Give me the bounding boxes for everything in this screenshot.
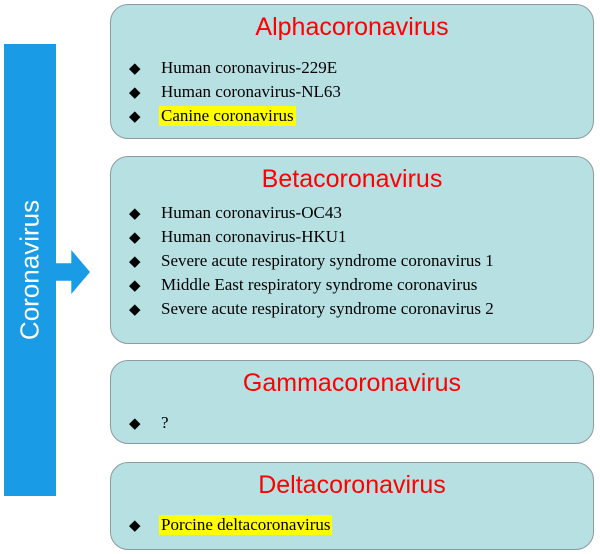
coronavirus-root-bar	[4, 44, 56, 496]
genus-title: Alphacoronavirus	[255, 13, 449, 41]
species-list: ◆ Porcine deltacoronavirus	[111, 513, 593, 537]
genus-box-deltacoronavirus: Deltacoronavirus ◆ Porcine deltacoronavi…	[110, 462, 594, 550]
species-label: Severe acute respiratory syndrome corona…	[161, 251, 494, 270]
species-list: ◆ ?	[111, 411, 593, 435]
species-item: ◆ Severe acute respiratory syndrome coro…	[129, 249, 593, 273]
diamond-bullet-icon: ◆	[129, 229, 141, 246]
species-label: ?	[161, 413, 169, 432]
species-label-highlighted: Canine coronavirus	[159, 106, 296, 126]
diamond-bullet-icon: ◆	[129, 108, 141, 125]
right-arrow-icon	[56, 250, 90, 294]
species-label-highlighted: Porcine deltacoronavirus	[159, 515, 333, 535]
species-list: ◆ Human coronavirus-OC43 ◆ Human coronav…	[111, 201, 593, 321]
diamond-bullet-icon: ◆	[129, 517, 141, 534]
genus-title: Gammacoronavirus	[242, 369, 462, 397]
species-label: Severe acute respiratory syndrome corona…	[161, 299, 494, 318]
species-label: Human coronavirus-HKU1	[161, 227, 347, 246]
genus-title: Betacoronavirus	[261, 165, 443, 193]
species-label: Human coronavirus-OC43	[161, 203, 342, 222]
species-item: ◆ ?	[129, 411, 593, 435]
diamond-bullet-icon: ◆	[129, 253, 141, 270]
species-item: ◆ Human coronavirus-HKU1	[129, 225, 593, 249]
species-label: Middle East respiratory syndrome coronav…	[161, 275, 478, 294]
diamond-bullet-icon: ◆	[129, 277, 141, 294]
species-item: ◆ Human coronavirus-OC43	[129, 201, 593, 225]
genus-box-betacoronavirus: Betacoronavirus ◆ Human coronavirus-OC43…	[110, 156, 594, 344]
species-item: ◆ Human coronavirus-NL63	[129, 80, 593, 104]
species-item: ◆ Severe acute respiratory syndrome coro…	[129, 297, 593, 321]
genus-box-alphacoronavirus: Alphacoronavirus ◆ Human coronavirus-229…	[110, 4, 594, 139]
diamond-bullet-icon: ◆	[129, 301, 141, 318]
coronavirus-root-label: Coronavirus	[14, 199, 45, 341]
diamond-bullet-icon: ◆	[129, 84, 141, 101]
diamond-bullet-icon: ◆	[129, 415, 141, 432]
species-list: ◆ Human coronavirus-229E ◆ Human coronav…	[111, 56, 593, 128]
diamond-bullet-icon: ◆	[129, 60, 141, 77]
species-item: ◆ Human coronavirus-229E	[129, 56, 593, 80]
genus-title: Deltacoronavirus	[258, 471, 446, 499]
genus-box-gammacoronavirus: Gammacoronavirus ◆ ?	[110, 360, 594, 444]
species-item: ◆ Canine coronavirus	[129, 104, 593, 128]
species-item: ◆ Middle East respiratory syndrome coron…	[129, 273, 593, 297]
species-label: Human coronavirus-229E	[161, 58, 338, 77]
diamond-bullet-icon: ◆	[129, 205, 141, 222]
species-label: Human coronavirus-NL63	[161, 82, 341, 101]
species-item: ◆ Porcine deltacoronavirus	[129, 513, 593, 537]
